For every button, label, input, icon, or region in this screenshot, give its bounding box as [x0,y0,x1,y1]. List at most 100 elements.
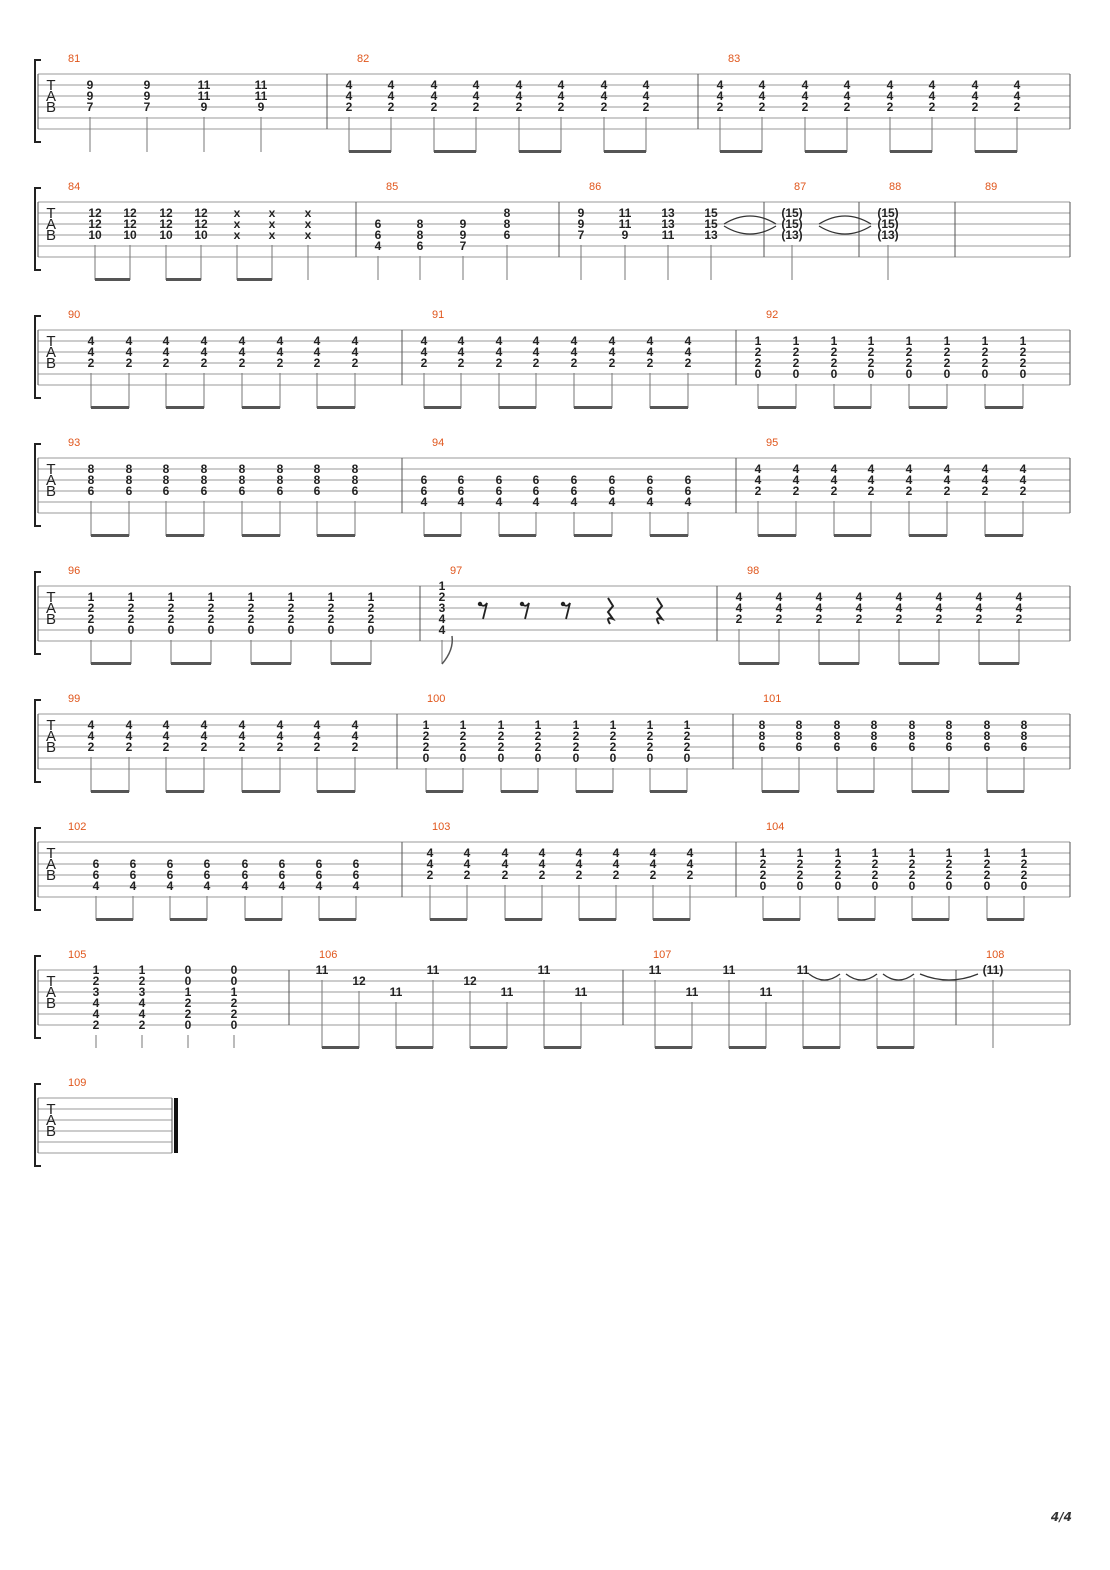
fret-number: 2 [576,868,583,882]
fret-number: 6 [421,473,428,487]
fret-number: 6 [314,484,321,498]
fret-number: 2 [1020,484,1027,498]
fret-number: 8 [417,217,424,231]
fret-number: 9 [622,228,629,242]
tab-clef-letter: A [46,600,56,617]
fret-number: 4 [844,89,851,103]
fret-number: 4 [277,334,284,348]
fret-number: 6 [647,473,654,487]
fret-number: 1 [944,334,951,348]
eighth-rest-dot [477,601,483,607]
fret-number: 8 [834,729,841,743]
tab-clef-letter: A [46,856,56,873]
tab-clef-letter: B [46,611,56,628]
fret-number: 4 [601,89,608,103]
page-number: 4/4 [1050,1510,1072,1524]
fret-number: 4 [906,462,913,476]
fret-number: 2 [793,484,800,498]
fret-number: 2 [460,729,467,743]
beam [729,1046,766,1049]
fret-number: 1 [185,985,192,999]
fret-number: 2 [797,857,804,871]
fret-number: 2 [868,356,875,370]
beam [91,406,129,409]
fret-number: 4 [421,334,428,348]
beam [890,150,932,153]
fret-number: 4 [571,334,578,348]
fret-number: 0 [208,623,215,637]
fret-number: 9 [144,78,151,92]
fret-number: 4 [239,334,246,348]
tab-clef-letter: T [46,845,55,862]
beam [805,150,847,153]
tab-clef-letter: T [46,333,55,350]
tab-system: TAB1051234421234420012200012201061112111… [34,949,1071,1049]
fret-number: 2 [573,740,580,754]
beam [834,534,871,537]
system-bracket [34,315,41,399]
measure-number: 91 [432,309,444,321]
fret-number: 4 [346,78,353,92]
beam [834,406,871,409]
fret-number: 2 [906,356,913,370]
fret-number: 2 [496,356,503,370]
fret-number: 4 [887,78,894,92]
fret-number: 6 [204,857,211,871]
tab-clef-letter: A [46,216,56,233]
tab-clef-letter: T [46,77,55,94]
fret-number: 2 [502,868,509,882]
measure-number: 104 [766,821,784,833]
fret-number: 0 [368,623,375,637]
tab-clef-letter: B [46,867,56,884]
measure-number: 93 [68,437,80,449]
fret-number: 2 [139,974,146,988]
fret-number: 2 [647,740,654,754]
fret-number: 0 [288,623,295,637]
fret-number: 1 [946,846,953,860]
fret-number: 4 [88,718,95,732]
measure-number: 88 [889,181,901,193]
fret-number: 4 [647,495,654,509]
fret-number: 6 [130,857,137,871]
fret-number: 4 [458,345,465,359]
measure-number: 81 [68,53,80,65]
fret-number: 1 [93,963,100,977]
fret-number: 4 [759,78,766,92]
beam [758,534,796,537]
tab-clef-letter: T [46,589,55,606]
fret-number: 0 [231,974,238,988]
fret-number: 10 [194,228,208,242]
fret-number: 4 [352,729,359,743]
measure-number: 86 [589,181,601,193]
fret-number: 0 [909,879,916,893]
fret-number: x [305,206,312,220]
beam [237,278,272,281]
fret-number: 8 [946,729,953,743]
fret-number: 4 [571,495,578,509]
beam [576,790,613,793]
beam [242,406,280,409]
fret-number: 4 [516,89,523,103]
fret-number: 11 [619,217,632,231]
measure-number: 103 [432,821,450,833]
fret-number: 1 [439,579,446,593]
tie-arc [723,215,777,225]
fret-number: 13 [661,217,675,231]
fret-number: 12 [88,217,102,231]
fret-number: 1 [906,334,913,348]
fret-number: 11 [797,963,810,977]
fret-number: x [269,217,276,231]
tab-clef-letter: T [46,205,55,222]
fret-number: x [305,228,312,242]
tab-clef-letter: B [46,227,56,244]
fret-number: 2 [1021,868,1028,882]
fret-number: 2 [831,345,838,359]
fret-number: 4 [831,462,838,476]
fret-number: 4 [802,78,809,92]
system-bracket [34,59,41,143]
fret-number: 8 [163,462,170,476]
fret-number: 6 [909,740,916,754]
fret-number: (15) [781,217,802,231]
fret-number: 2 [163,356,170,370]
